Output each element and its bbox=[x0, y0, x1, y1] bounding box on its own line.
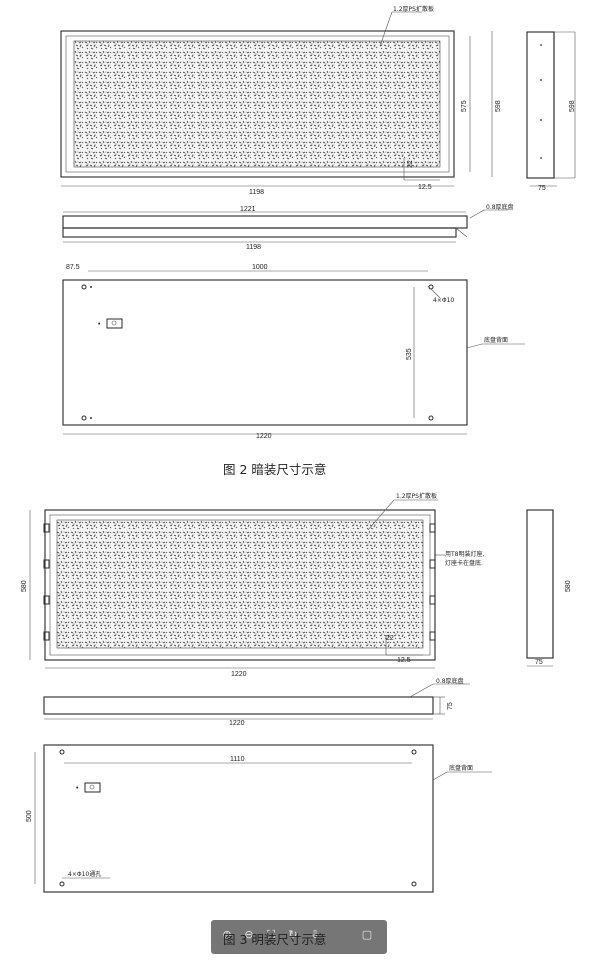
fig3-front-view: 1.2厚PS扩散板 用T8明装灯座, 灯座卡在盘底. 580 1220 22 1… bbox=[21, 492, 484, 678]
svg-text:•: • bbox=[76, 785, 79, 792]
fig2-back-offset: 87.5 bbox=[66, 264, 80, 271]
fig3-side-view: 580 75 bbox=[526, 509, 572, 667]
fig2-back-holes: 4×Φ10 bbox=[433, 297, 454, 304]
fig3-back-hole-height: 500 bbox=[26, 810, 33, 822]
fig2-back-view: 87.5 1000 • 535 4×Φ10 底盘背面 1220 bbox=[62, 264, 525, 440]
fig2-caption: 图 2 暗装尺寸示意 bbox=[223, 462, 326, 477]
fig2-side-depth: 75 bbox=[538, 185, 546, 192]
fig3-top-width: 1220 bbox=[229, 720, 245, 727]
fig3-top-view: 75 0.8厚底盘 1220 bbox=[43, 677, 470, 727]
fig3-lamp-note-2: 灯座卡在盘底. bbox=[445, 559, 483, 567]
fig2-side-view: 598 75 bbox=[526, 31, 576, 192]
fig3-side-height: 580 bbox=[565, 580, 572, 592]
download-icon[interactable]: ⇩ bbox=[310, 929, 320, 941]
comment-icon[interactable]: ▢ bbox=[361, 929, 373, 941]
fig2-back-hole-span: 1000 bbox=[252, 264, 268, 271]
fig2-front-width: 1198 bbox=[249, 189, 264, 196]
fig3-top-depth: 75 bbox=[447, 702, 454, 710]
fig3-tray-label: 0.8厚底盘 bbox=[436, 677, 464, 685]
fig3-corner-a: 22 bbox=[386, 635, 394, 642]
fig2-front-view: 1.2厚PS扩散板 1198 598 575 22 12.5 bbox=[60, 5, 502, 196]
fig3-diffuser-label: 1.2厚PS扩散板 bbox=[396, 492, 437, 500]
zoom-out-icon[interactable]: ⊖ bbox=[244, 929, 254, 941]
fig2-top-bottom-width: 1198 bbox=[246, 244, 261, 251]
zoom-in-icon[interactable]: ⊕ bbox=[222, 929, 232, 941]
fig2-tray-label: 0.8厚底盘 bbox=[486, 203, 514, 211]
fig2-back-label: 底盘背面 bbox=[484, 336, 508, 344]
svg-text:•: • bbox=[98, 321, 101, 328]
fig2-front-height-outer: 598 bbox=[495, 100, 502, 112]
fig3-front-height: 580 bbox=[21, 580, 28, 592]
fig2-back-hole-height: 535 bbox=[406, 348, 413, 360]
fig3-side-depth: 75 bbox=[535, 659, 543, 666]
fig2-corner-a: 22 bbox=[407, 160, 414, 168]
fig3-corner-b: 12.5 bbox=[397, 657, 411, 664]
fig2-top-width: 1221 bbox=[240, 206, 256, 213]
fit-screen-icon[interactable]: ⛶ bbox=[267, 929, 275, 941]
fig3-back-label: 底盘背面 bbox=[449, 764, 473, 772]
fig2-side-height: 598 bbox=[569, 100, 576, 112]
fig2-front-height-inner: 575 bbox=[461, 100, 468, 112]
fig3-back-view: 1110 • 500 4×Φ10通孔 底盘背面 bbox=[26, 744, 492, 893]
image-viewer-toolbar: ⊕ ⊖ ⛶ ↻ ⇩ ▢ bbox=[211, 920, 387, 954]
fig2-diffuser-label: 1.2厚PS扩散板 bbox=[393, 5, 434, 13]
rotate-icon[interactable]: ↻ bbox=[288, 929, 298, 941]
fig3-caption: 图 3 明装尺寸示意 bbox=[223, 932, 327, 947]
fig3-back-hole-span: 1110 bbox=[230, 756, 245, 763]
fig3-back-holes: 4×Φ10通孔 bbox=[68, 870, 101, 878]
fig3-lamp-note-1: 用T8明装灯座, bbox=[445, 550, 484, 558]
fig2-top-view: 1221 1198 0.8厚底盘 bbox=[62, 203, 514, 251]
fig2-back-width: 1220 bbox=[256, 433, 272, 440]
fig2-corner-b: 12.5 bbox=[418, 184, 432, 191]
fig3-front-width: 1220 bbox=[231, 671, 247, 678]
